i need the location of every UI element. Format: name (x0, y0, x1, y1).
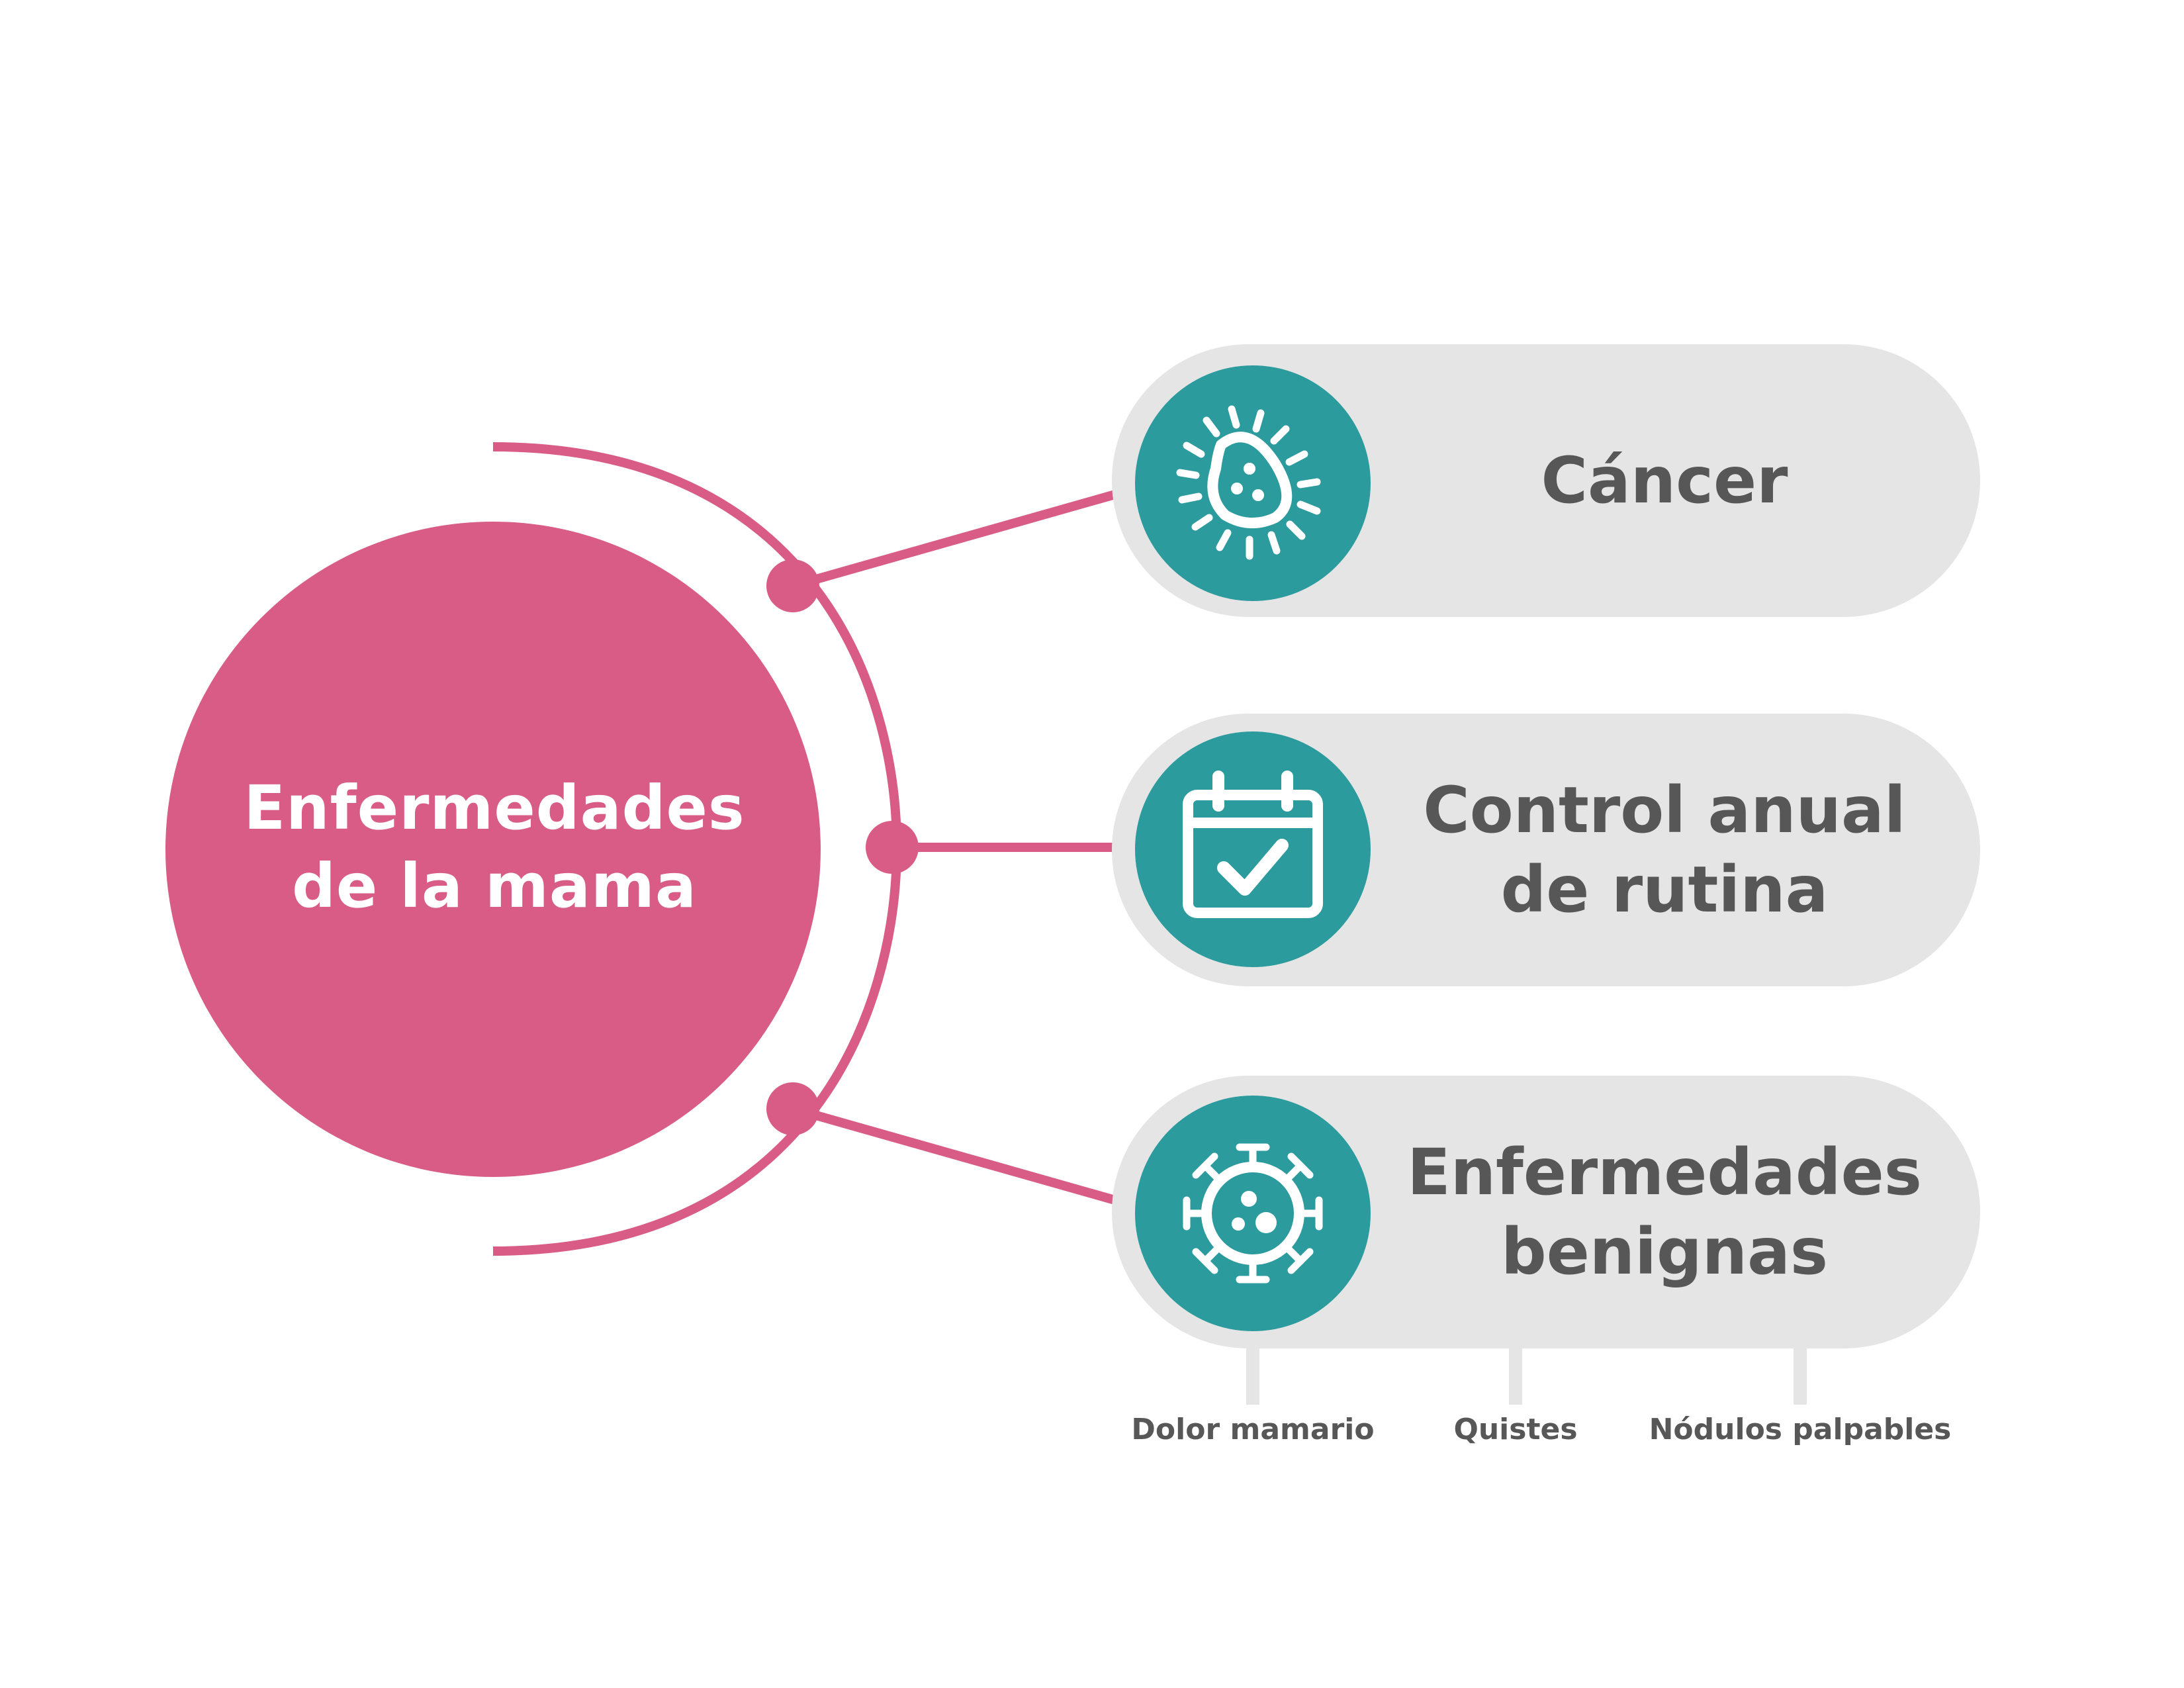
center-label-line-1: Enfermedades (244, 773, 745, 843)
node-label-control-line-1: Control anual (1423, 773, 1906, 847)
joint-dot-control (866, 821, 919, 874)
icon-circle-cancer (1135, 365, 1371, 601)
joint-dot-benignas (766, 1082, 819, 1135)
main-circle (165, 522, 821, 1177)
icon-circle-benignas (1135, 1096, 1371, 1331)
node-label-benignas-line-1: Enfermedades (1407, 1135, 1922, 1209)
icon-circle-control (1135, 731, 1371, 967)
calendar-check-icon (1183, 771, 1323, 918)
virus-icon (1183, 1143, 1323, 1284)
stem-nodulos (1794, 1348, 1807, 1405)
node-label-control: Control anual de rutina (1373, 714, 1956, 986)
stem-dolor (1246, 1348, 1259, 1405)
node-label-cancer: Cáncer (1373, 344, 1956, 617)
bacteria-icon (1176, 405, 1321, 560)
node-label-cancer-line-1: Cáncer (1541, 444, 1788, 518)
sub-item-nodulos-palpables: Nódulos palpables (1649, 1413, 1952, 1446)
center-label-line-2: de la mama (292, 851, 697, 921)
stem-quistes (1509, 1348, 1522, 1405)
joint-dot-cancer (766, 559, 819, 612)
center-label: Enfermedades de la mama (163, 768, 825, 927)
connector-cancer (792, 483, 1140, 590)
connector-benignas (792, 1104, 1140, 1211)
node-label-benignas-line-2: benignas (1500, 1215, 1829, 1289)
node-label-control-line-2: de rutina (1500, 853, 1829, 927)
sub-item-quistes: Quistes (1453, 1413, 1578, 1446)
node-label-benignas: Enfermedades benignas (1373, 1076, 1956, 1348)
sub-item-dolor-mamario: Dolor mamario (1131, 1413, 1375, 1446)
